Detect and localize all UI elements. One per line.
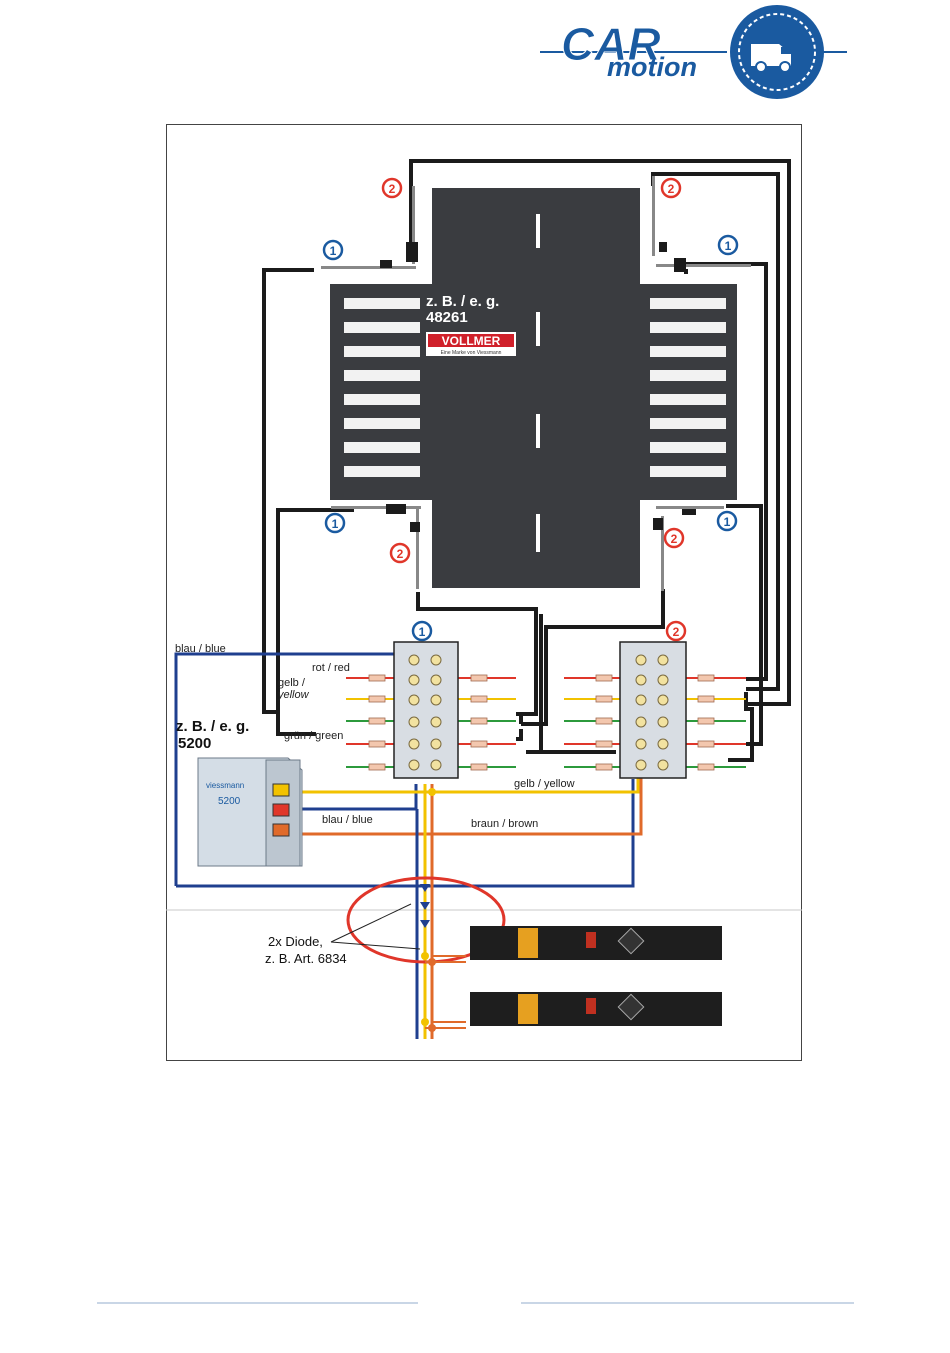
control-module-2 <box>620 642 686 778</box>
svg-text:1: 1 <box>725 239 732 253</box>
label-gelb: gelb / <box>278 677 306 689</box>
device-label-line2: 5200 <box>178 735 211 752</box>
car-motion-logo: CAR motion <box>535 0 855 105</box>
marker-2-top-left: 2 <box>383 179 401 197</box>
svg-text:1: 1 <box>332 517 339 531</box>
label-gruen-green: grün / green <box>284 730 343 742</box>
marker-1-module: 1 <box>413 622 431 640</box>
svg-text:2: 2 <box>397 547 404 561</box>
svg-text:1: 1 <box>419 625 426 639</box>
footer-line-left <box>97 1302 418 1304</box>
power-module-5200: viessmann 5200 <box>198 758 302 866</box>
device-brand: viessmann <box>206 781 244 790</box>
device-label-line1: z. B. / e. g. <box>176 718 249 735</box>
vollmer-logo: VOLLMER <box>442 334 501 348</box>
diode-label-line1: 2x Diode, <box>268 934 323 949</box>
diode-label-line2: z. B. Art. 6834 <box>265 951 347 966</box>
svg-text:2: 2 <box>389 182 396 196</box>
marker-2-top-right: 2 <box>662 179 680 197</box>
label-gelb-yellow-bottom: gelb / yellow <box>514 778 575 790</box>
marker-2-module: 2 <box>667 622 685 640</box>
marker-2-bottom-right: 2 <box>665 529 683 547</box>
marker-1-bottom-left: 1 <box>326 514 344 532</box>
marker-1-top-left: 1 <box>324 241 342 259</box>
svg-text:1: 1 <box>724 515 731 529</box>
label-yellow: yellow <box>277 689 310 701</box>
label-blau-blue-top: blau / blue <box>175 643 226 655</box>
marker-1-top-right: 1 <box>719 236 737 254</box>
label-rot-red: rot / red <box>312 662 350 674</box>
svg-text:2: 2 <box>668 182 675 196</box>
van-icon <box>730 5 824 99</box>
svg-text:1: 1 <box>330 244 337 258</box>
wiring-diagram: z. B. / e. g. 48261 VOLLMER Eine Marke v… <box>166 124 802 1061</box>
control-module-1 <box>394 642 458 778</box>
label-braun-brown: braun / brown <box>471 818 538 830</box>
vollmer-subtitle: Eine Marke von Viessmann <box>441 350 502 356</box>
road-label-line2: 48261 <box>426 309 468 326</box>
logo-word-motion: motion <box>607 52 697 82</box>
marker-2-bottom-left: 2 <box>391 544 409 562</box>
marker-1-bottom-right: 1 <box>718 512 736 530</box>
device-model: 5200 <box>218 796 241 807</box>
label-blau-blue-bottom: blau / blue <box>322 814 373 826</box>
footer-line-right <box>521 1302 854 1304</box>
svg-text:2: 2 <box>673 625 680 639</box>
road-label-line1: z. B. / e. g. <box>426 293 499 310</box>
svg-text:2: 2 <box>671 532 678 546</box>
